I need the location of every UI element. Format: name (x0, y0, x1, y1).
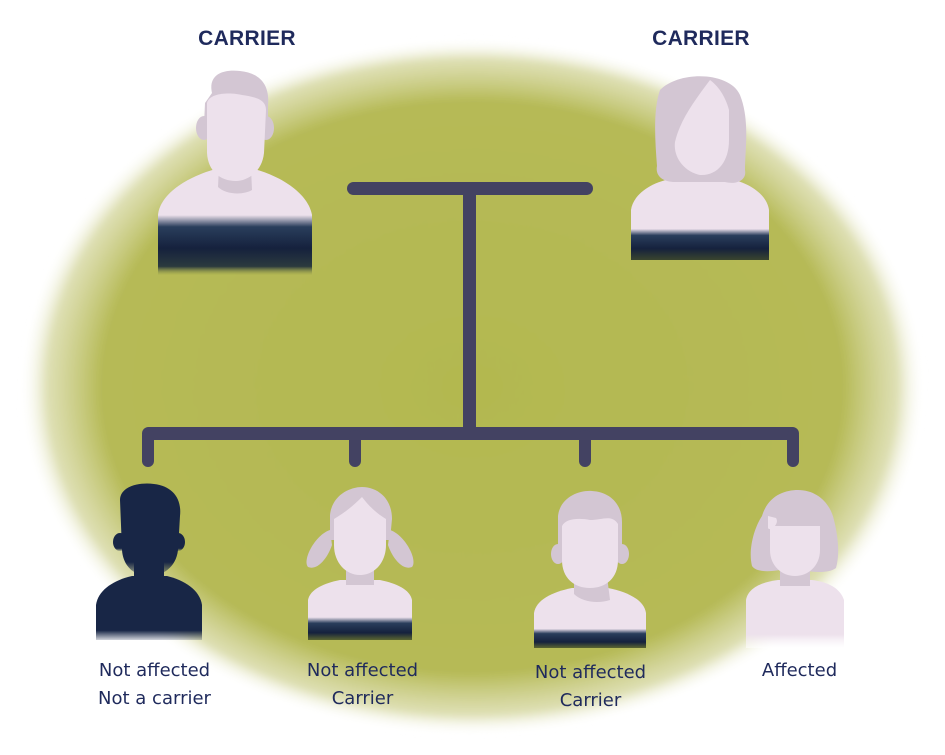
father-figure-icon (158, 70, 312, 275)
child-4-figure-icon (746, 490, 844, 648)
child-3-drop-line (579, 430, 591, 467)
mother-figure-icon (631, 76, 769, 260)
child-3-affected-text: Not affected (534, 662, 647, 683)
child-2-figure-icon (306, 487, 414, 640)
child-4-drop-line (787, 430, 799, 467)
father-label: CARRIER (198, 27, 296, 50)
siblings-connector-line (142, 427, 799, 440)
child-1-figure-icon (96, 483, 202, 640)
descent-line (463, 188, 476, 438)
child-1-drop-line (142, 430, 154, 467)
child-4-affected-text: Affected (761, 660, 838, 681)
child-2-status-label: Not affected Carrier (280, 657, 445, 713)
mother-label: CARRIER (652, 27, 750, 50)
child-2-carrier-text: Carrier (331, 688, 394, 709)
child-3-figure-icon (534, 490, 646, 648)
child-3-status-label: Not affected Carrier (508, 659, 673, 715)
child-4-status-label: Affected (717, 657, 882, 685)
child-1-status-label: Not affected Not a carrier (72, 657, 237, 713)
child-2-drop-line (349, 430, 361, 467)
child-3-carrier-text: Carrier (559, 690, 622, 711)
child-1-carrier-text: Not a carrier (98, 688, 211, 709)
child-2-affected-text: Not affected (306, 660, 419, 681)
child-1-affected-text: Not affected (98, 660, 211, 681)
